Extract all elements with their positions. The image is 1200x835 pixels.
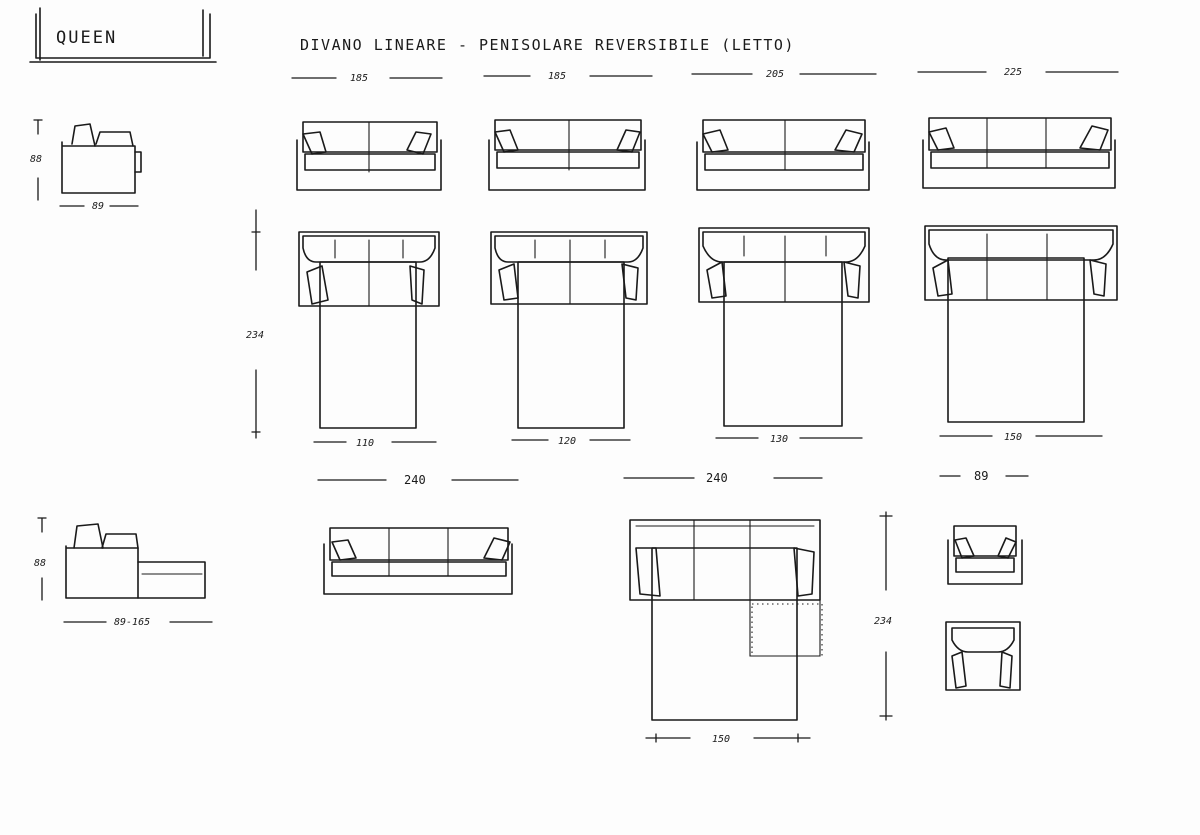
armchair-top-view — [945, 621, 1021, 691]
middle-dimensions: 240 240 89 — [317, 469, 1029, 487]
page-heading: DIVANO LINEARE - PENISOLARE REVERSIBILE … — [300, 36, 795, 54]
side-view-extended: 88 89-165 — [34, 517, 213, 628]
top-view-bed-110: 110 — [298, 231, 440, 449]
dim-bed-length: 234 — [246, 330, 264, 341]
dim-peninsula-bed-width: 150 — [712, 734, 730, 745]
front-view-225 — [922, 117, 1116, 189]
front-view-240 — [323, 527, 513, 595]
dim-bed-width-4: 150 — [1004, 432, 1022, 443]
top-view-bed-150: 150 — [924, 225, 1118, 443]
dim-width-2: 185 — [548, 71, 566, 82]
armchair-front-view — [947, 525, 1023, 585]
dim-bed-width-1: 110 — [356, 438, 374, 449]
dim-lower-side-depth: 89-165 — [114, 617, 150, 628]
dim-armchair-depth: 89 — [974, 469, 988, 483]
dim-240-b: 240 — [706, 471, 728, 485]
dim-lower-side-height: 88 — [34, 558, 46, 569]
dim-240-a: 240 — [404, 473, 426, 487]
dim-side-depth: 89 — [92, 201, 104, 212]
bed-length-dimension: 234 — [246, 209, 264, 439]
top-view-bed-130: 130 — [698, 227, 870, 445]
dim-bed-width-3: 130 — [770, 434, 788, 445]
front-view-205 — [696, 119, 870, 191]
dim-width-1: 185 — [350, 73, 368, 84]
width-dimensions: 185 185 205 225 — [291, 67, 1119, 84]
dim-bed-width-2: 120 — [558, 436, 576, 447]
dim-peninsula-bed-length: 234 — [874, 616, 892, 627]
side-view-sofa: 88 89 — [30, 119, 142, 212]
title-label: QUEEN — [56, 28, 117, 48]
dim-width-3: 205 — [766, 69, 784, 80]
top-view-peninsula: 150 234 — [629, 511, 893, 745]
front-view-185-b — [488, 119, 646, 191]
dim-side-height: 88 — [30, 154, 42, 165]
top-view-bed-120: 120 — [490, 231, 648, 447]
front-view-185-a — [296, 121, 442, 191]
title-box: QUEEN — [29, 7, 217, 63]
dim-width-4: 225 — [1004, 67, 1022, 78]
